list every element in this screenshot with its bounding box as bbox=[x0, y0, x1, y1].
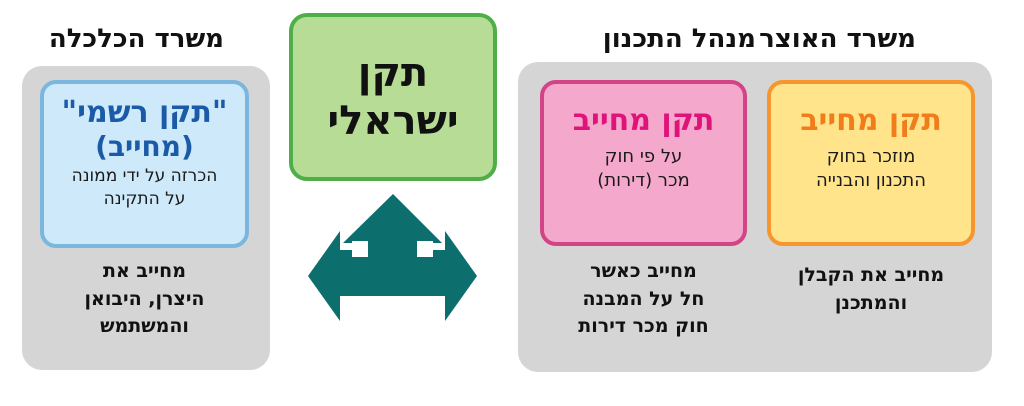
official-standard-mandatory: (מחייב) bbox=[95, 129, 194, 163]
sale-law-note-line1: מחייב כאשר bbox=[590, 260, 697, 282]
sale-law-note-line2: חל על המבנה bbox=[582, 287, 705, 310]
heading-planning-administration: מנהל התכנון bbox=[602, 24, 756, 54]
economy-note-line2: היצרן, היבואן bbox=[84, 287, 205, 310]
sale-law-standard-title: תקן מחייב bbox=[572, 103, 715, 138]
israeli-standard-line2: ישראלי bbox=[327, 98, 459, 144]
planning-law-note-line1: מחייב את הקבלן bbox=[797, 264, 945, 286]
sale-law-note: מחייב כאשר חל על המבנה חוק מכר דירות bbox=[540, 258, 747, 341]
planning-law-note: מחייב את הקבלן והמתכנן bbox=[767, 262, 975, 317]
planning-law-standard-desc-line2: התכנון והבנייה bbox=[816, 169, 926, 191]
planning-law-standard-box: תקן מחייב מוזכר בחוק התכנון והבנייה bbox=[767, 80, 975, 246]
official-standard-box: "תקן רשמי" (מחייב) הכרזה על ידי ממונה על… bbox=[40, 80, 249, 248]
israeli-standard-line1: תקן bbox=[357, 50, 429, 96]
sale-law-standard-box: תקן מחייב על פי חוק מכר (דירות) bbox=[540, 80, 747, 246]
planning-law-standard-desc-line1: מוזכר בחוק bbox=[826, 145, 916, 167]
heading-treasury-ministry: משרד האוצר bbox=[759, 24, 916, 54]
arrow-shape bbox=[308, 194, 477, 321]
planning-law-note-line2: והמתכנן bbox=[834, 291, 908, 314]
arrow-right-notch bbox=[417, 241, 433, 257]
sale-law-note-line3: חוק מכר דירות bbox=[578, 315, 709, 338]
economy-note-line3: והמשתמש bbox=[100, 315, 189, 338]
official-standard-title: "תקן רשמי" bbox=[61, 95, 228, 130]
three-way-arrow-icon bbox=[308, 194, 477, 321]
planning-law-standard-title: תקן מחייב bbox=[800, 103, 942, 138]
sale-law-standard-desc-line1: על פי חוק bbox=[604, 145, 683, 167]
heading-economy-ministry: משרד הכלכלה bbox=[48, 24, 224, 54]
sale-law-standard-desc-line2: מכר (דירות) bbox=[597, 169, 690, 191]
official-standard-desc-line2: על התקינה bbox=[103, 188, 186, 209]
israeli-standard-box: תקן ישראלי bbox=[289, 13, 497, 181]
economy-note: מחייב את היצרן, היבואן והמשתמש bbox=[40, 258, 249, 341]
arrow-left-notch bbox=[352, 241, 368, 257]
economy-note-line1: מחייב את bbox=[102, 260, 186, 282]
official-standard-desc-line1: הכרזה על ידי ממונה bbox=[71, 165, 218, 186]
